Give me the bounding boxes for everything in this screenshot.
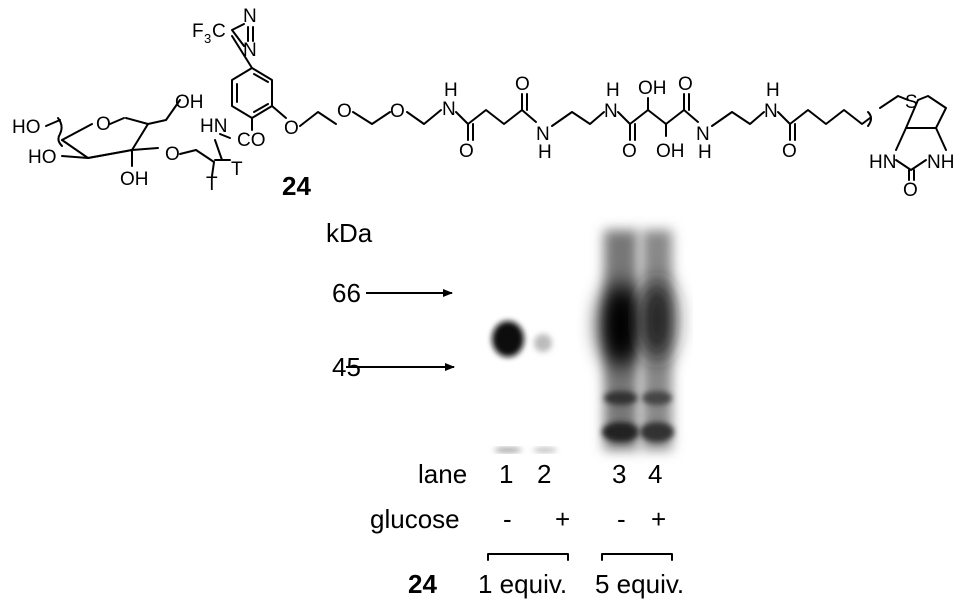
band-lane-2-bottom [533, 448, 557, 452]
lane-row-label: lane [418, 459, 467, 489]
atom-n-bottom: N [243, 40, 257, 61]
atom-o-carbonyl4: O [678, 74, 693, 95]
atom-hn-amide: HN [200, 116, 227, 137]
glucose-lane-2: + [555, 504, 570, 534]
atom-ho-bottom: HO [28, 147, 57, 168]
glucose-lane-3: - [617, 504, 626, 534]
bracket-group-2 [601, 553, 673, 561]
atom-co: CO [237, 130, 266, 151]
atom-hn-biotin: HN [869, 152, 896, 173]
atom-oh-bottom: OH [120, 169, 149, 190]
atom-oh-tartar2: OH [656, 141, 685, 162]
unit-label: kDa [326, 218, 373, 248]
atom-o-glyco: O [165, 144, 180, 165]
lane-number-4: 4 [648, 459, 662, 489]
lane-number-2: 2 [537, 459, 551, 489]
atom-n-top: N [243, 6, 257, 27]
compound-label: 24 [282, 171, 311, 201]
atom-nh5-n: N [764, 101, 778, 122]
atom-cf3-c: C [212, 21, 226, 42]
band-lane-1-bottom [494, 448, 522, 452]
atom-t2: T [206, 174, 218, 195]
glucose-lane-4: + [651, 504, 666, 534]
atom-cf3-sub: 3 [204, 31, 211, 46]
atom-ho-left: HO [12, 117, 41, 138]
atom-nh2-h: H [538, 142, 552, 163]
lane-number-1: 1 [499, 459, 513, 489]
atom-nh1-n: N [442, 99, 456, 120]
glucose-lane-1: - [503, 504, 512, 534]
group-label-1: 1 equiv. [478, 569, 567, 599]
band-lane-1 [492, 321, 524, 357]
atom-nh-biotin: NH [927, 152, 954, 173]
compound-row-label: 24 [408, 569, 437, 599]
atom-cf3-f: F [192, 21, 204, 42]
atom-nh3-n: N [604, 101, 618, 122]
atom-nh5-h: H [766, 80, 780, 101]
atom-o-ether3: O [390, 101, 405, 122]
atom-nh2-n: N [536, 124, 550, 145]
smear-lane-3 [599, 230, 643, 450]
western-blot: kDa 66 45 lane 1 2 3 4 glucose - [326, 218, 684, 599]
atom-o-ether1: O [284, 118, 299, 139]
atom-o-carbonyl1: O [459, 141, 474, 162]
atom-o-ether2: O [337, 101, 352, 122]
atom-o-carbonyl2: O [515, 74, 530, 95]
chemical-structure: F 3 C N N O CO HN OH T T O O H N O [12, 6, 954, 201]
lane-number-3: 3 [612, 459, 626, 489]
band-lane-2 [534, 334, 552, 352]
atom-o-carbonyl3: O [622, 141, 637, 162]
atom-o-biotin: O [903, 180, 918, 201]
marker-label-66: 66 [332, 278, 361, 308]
atom-nh4-n: N [696, 124, 710, 145]
atom-oh-top: OH [175, 92, 204, 113]
smear-lane-4 [639, 230, 675, 450]
atom-nh3-h: H [606, 80, 620, 101]
atom-o-carbonyl5: O [782, 141, 797, 162]
atom-t1: T [231, 159, 243, 180]
atom-nh1-h: H [444, 80, 458, 101]
atom-o-ring: O [96, 114, 111, 135]
group-label-2: 5 equiv. [595, 569, 684, 599]
bracket-group-1 [487, 553, 569, 561]
glucose-row-label: glucose [370, 504, 460, 534]
atom-s-biotin: S [905, 92, 918, 113]
atom-nh4-h: H [698, 142, 712, 163]
atom-oh-tartar1: OH [638, 78, 667, 99]
